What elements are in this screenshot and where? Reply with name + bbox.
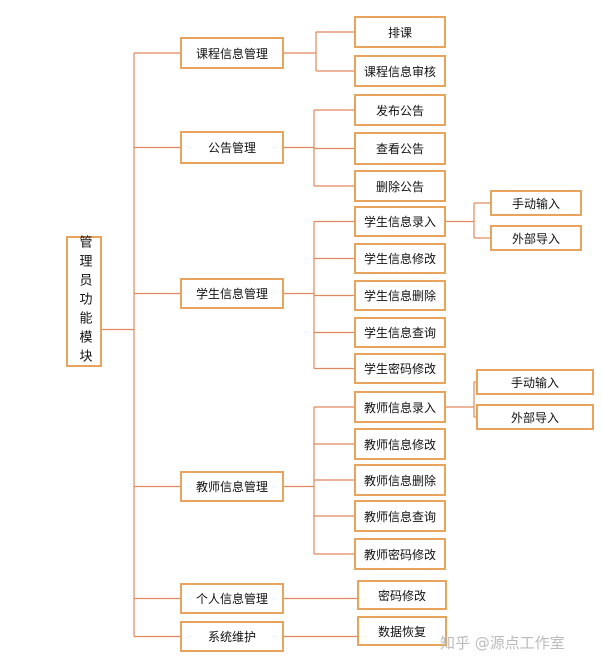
- leaf-node-student-import: 外部导入: [490, 225, 582, 251]
- leaf-node-student-password: 学生密码修改: [354, 353, 446, 384]
- leaf-node-teacher-delete: 教师信息删除: [354, 464, 446, 496]
- leaf-node-teacher-query: 教师信息查询: [354, 500, 446, 532]
- branch-node-student: 学生信息管理: [180, 278, 284, 309]
- leaf-node-notice-view: 查看公告: [354, 132, 446, 165]
- leaf-node-course-review: 课程信息审核: [354, 55, 446, 87]
- leaf-node-student-query: 学生信息查询: [354, 317, 446, 348]
- leaf-node-student-manual: 手动输入: [490, 190, 582, 216]
- leaf-node-student-edit: 学生信息修改: [354, 243, 446, 274]
- leaf-node-student-delete: 学生信息删除: [354, 280, 446, 311]
- leaf-node-teacher-import: 外部导入: [476, 404, 594, 430]
- leaf-node-personal-password: 密码修改: [357, 580, 447, 610]
- leaf-node-course-schedule: 排课: [354, 16, 446, 48]
- leaf-node-teacher-entry: 教师信息录入: [354, 391, 446, 423]
- branch-node-system: 系统维护: [180, 621, 284, 652]
- branch-node-teacher: 教师信息管理: [180, 471, 284, 502]
- leaf-node-teacher-edit: 教师信息修改: [354, 428, 446, 460]
- leaf-node-student-entry: 学生信息录入: [354, 206, 446, 237]
- leaf-node-notice-delete: 删除公告: [354, 170, 446, 202]
- branch-node-notice: 公告管理: [180, 131, 284, 164]
- root-node-admin-module: 管理员功能模块: [66, 235, 102, 368]
- branch-node-course: 课程信息管理: [180, 37, 284, 69]
- leaf-node-teacher-manual: 手动输入: [476, 369, 594, 395]
- branch-node-personal: 个人信息管理: [180, 583, 284, 614]
- leaf-node-system-restore: 数据恢复: [357, 616, 447, 646]
- leaf-node-teacher-password: 教师密码修改: [354, 538, 446, 570]
- watermark: 知乎 @源点工作室: [440, 634, 565, 652]
- leaf-node-notice-publish: 发布公告: [354, 94, 446, 126]
